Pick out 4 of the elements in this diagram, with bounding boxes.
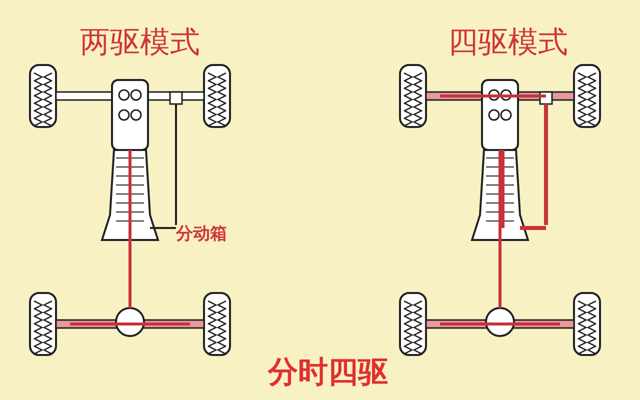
part-label: 分动箱 bbox=[176, 223, 227, 245]
mode-title: 四驱模式 bbox=[448, 24, 568, 62]
caption: 分时四驱 bbox=[268, 355, 388, 391]
mode-title: 两驱模式 bbox=[80, 24, 200, 62]
